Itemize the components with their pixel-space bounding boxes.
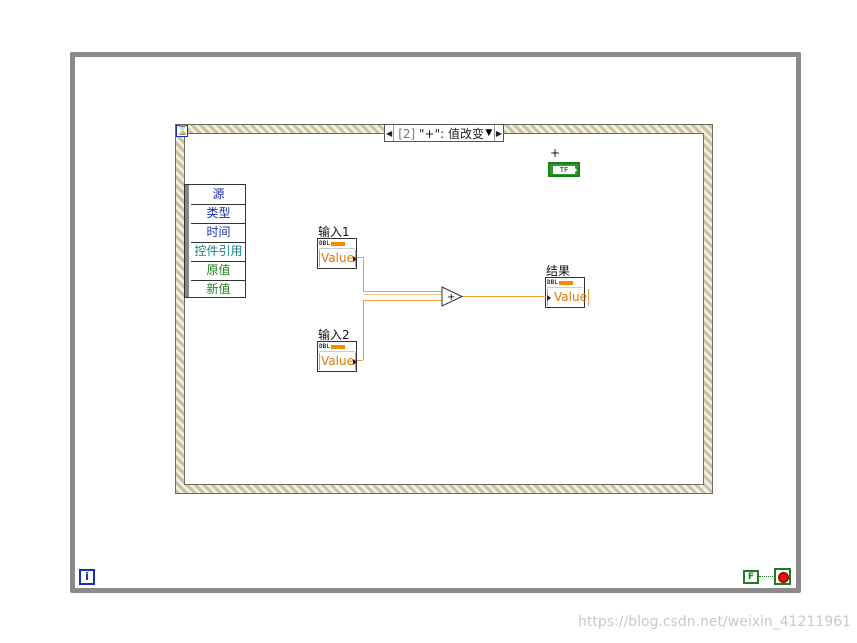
add-symbol: + [447, 292, 455, 303]
plus-control-label: + [550, 146, 561, 160]
input-arrow-icon [547, 295, 551, 301]
false-constant[interactable]: F [743, 570, 759, 584]
add-function-node[interactable]: + [441, 286, 463, 307]
input2-value: Value [319, 353, 356, 370]
event-data-node[interactable]: 源 类型 时间 控件引用 原值 新值 [184, 184, 246, 298]
numeric-dbl-icon: DBL [319, 240, 355, 249]
numeric-wire[interactable] [357, 257, 363, 258]
output-arrow-icon [353, 256, 357, 262]
output-arrow-icon [574, 167, 577, 173]
event-data-source[interactable]: 源 [191, 185, 246, 205]
loop-stop-terminal[interactable] [774, 568, 791, 585]
result-label: 结果 [546, 264, 571, 278]
input1-label: 输入1 [318, 225, 350, 239]
case-name: "+": 值改变 [419, 126, 484, 141]
case-selector-label[interactable]: [2] "+": 值改变 [394, 125, 484, 142]
case-index: [2] [398, 126, 416, 141]
plus-boolean-control[interactable]: TF [548, 162, 580, 177]
numeric-wire[interactable] [363, 300, 443, 301]
input1-control[interactable]: DBL Value [317, 238, 357, 269]
watermark-text: https://blog.csdn.net/weixin_41211961 [578, 614, 852, 630]
event-data-oldval[interactable]: 原值 [191, 261, 246, 281]
input2-control[interactable]: DBL Value [317, 341, 357, 372]
event-case-selector[interactable]: ◀ [2] "+": 值改变 ▼ ▶ [384, 124, 504, 142]
numeric-dbl-icon: DBL [319, 343, 355, 352]
event-data-type[interactable]: 类型 [191, 204, 246, 224]
loop-iteration-terminal[interactable]: i [79, 569, 95, 585]
boolean-tf-icon: TF [553, 166, 575, 174]
input2-label: 输入2 [318, 328, 350, 342]
numeric-wire[interactable] [363, 257, 364, 291]
input1-value: Value [319, 250, 356, 267]
numeric-dbl-icon: DBL [547, 279, 583, 288]
event-data-time[interactable]: 时间 [191, 223, 246, 243]
numeric-wire[interactable] [363, 291, 443, 292]
result-indicator[interactable]: DBL Value [545, 277, 589, 308]
event-structure-diagram[interactable] [184, 133, 704, 485]
event-data-newval[interactable]: 新值 [206, 282, 231, 296]
result-value: Value [547, 289, 589, 306]
boolean-wire [759, 576, 775, 577]
numeric-wire[interactable] [363, 300, 364, 360]
event-data-resize-bar[interactable] [185, 185, 189, 297]
hourglass-icon[interactable]: ⌛ [176, 125, 189, 137]
chevron-down-icon[interactable]: ▼ [485, 128, 493, 138]
while-loop-frame[interactable] [70, 52, 801, 593]
numeric-wire[interactable] [462, 296, 546, 297]
output-arrow-icon [353, 359, 357, 365]
event-data-ctlref[interactable]: 控件引用 [191, 242, 246, 262]
case-next-arrow-icon[interactable]: ▶ [493, 125, 503, 141]
numeric-wire[interactable] [357, 360, 363, 361]
case-prev-arrow-icon[interactable]: ◀ [385, 125, 395, 141]
numeric-wire [363, 294, 443, 295]
